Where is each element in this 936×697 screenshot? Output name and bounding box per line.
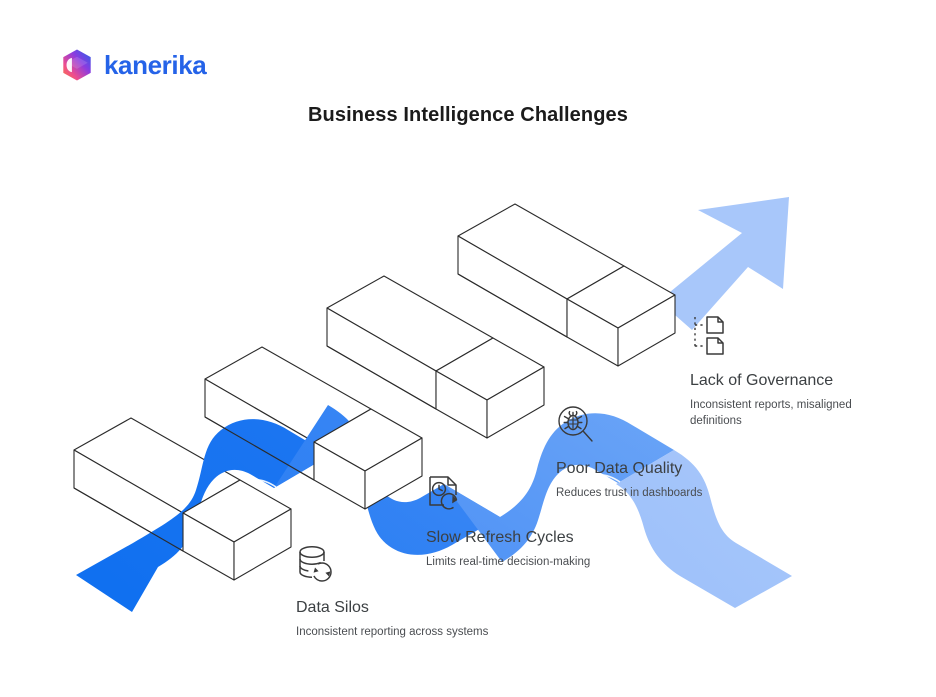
callout-description: Reduces trust in dashboards xyxy=(556,487,703,500)
callout-description: Inconsistent reports, misaligned definit… xyxy=(690,399,852,428)
file-tree-icon xyxy=(690,314,900,365)
document-clock-refresh-icon xyxy=(426,473,651,522)
steps-front-layer xyxy=(182,265,676,581)
brand-name: kanerika xyxy=(104,50,207,80)
bug-magnifier-icon xyxy=(556,404,771,453)
callout-title: Data Silos xyxy=(296,599,369,616)
callout-lack-of-governance: Lack of Governance Inconsistent reports,… xyxy=(690,314,900,430)
database-sync-icon xyxy=(296,543,506,592)
ribbon-segment-4 xyxy=(616,450,792,608)
callout-poor-data-quality: Poor Data Quality Reduces trust in dashb… xyxy=(556,404,771,502)
callout-slow-refresh-cycles: Slow Refresh Cycles Limits real-time dec… xyxy=(426,473,651,571)
step-1-right-front xyxy=(233,508,292,581)
step-back-edges xyxy=(73,273,568,552)
page-title: Business Intelligence Challenges xyxy=(308,104,628,126)
cube-logo-icon xyxy=(63,49,91,81)
callout-description: Limits real-time decision-making xyxy=(426,556,591,569)
step-4-right-front xyxy=(617,294,676,367)
step-2-right-front xyxy=(364,437,423,510)
ribbon-segment-1 xyxy=(76,419,330,612)
callout-description: Inconsistent reporting across systems xyxy=(296,626,489,639)
callout-data-silos: Data Silos Inconsistent reporting across… xyxy=(296,543,506,641)
callout-title: Lack of Governance xyxy=(690,372,834,389)
arrow-head-shape xyxy=(659,197,789,330)
step-3-right-front xyxy=(486,366,545,439)
ribbon-segment-3 xyxy=(444,413,674,562)
callout-title: Slow Refresh Cycles xyxy=(426,529,574,546)
callout-title: Poor Data Quality xyxy=(556,460,683,477)
brand-logo: kanerika xyxy=(60,48,207,82)
